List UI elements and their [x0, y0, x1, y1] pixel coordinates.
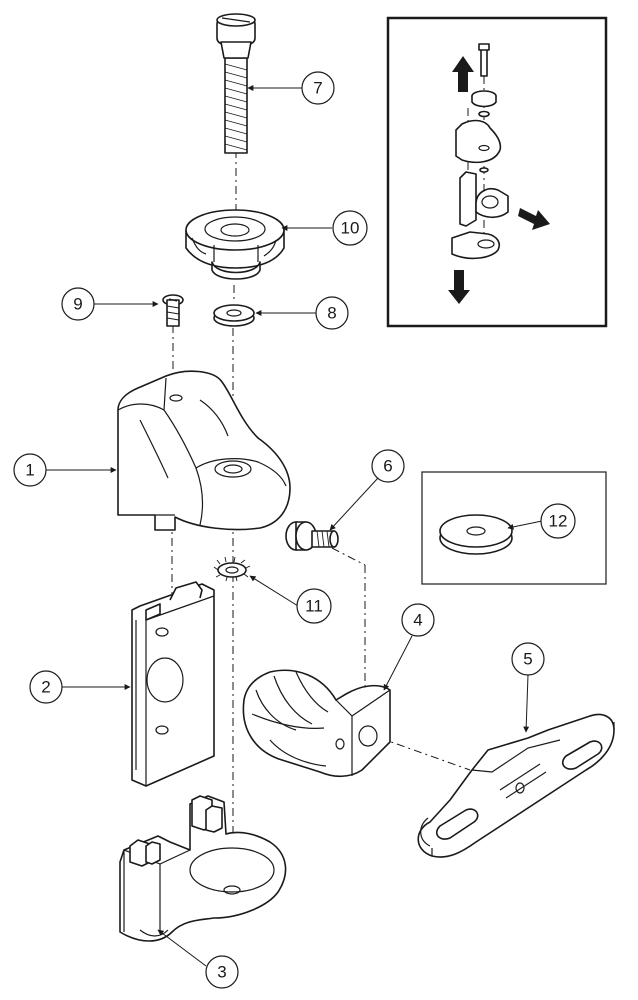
callout-8-label: 8: [327, 304, 336, 323]
callout-12: 12: [540, 503, 576, 539]
part-4-swivel: [242, 669, 391, 778]
callout-6-label: 6: [383, 457, 392, 476]
callout-1-label: 1: [25, 461, 34, 480]
callout-5-label: 5: [523, 650, 532, 669]
part-9-small-screw: [162, 294, 184, 327]
callout-11-label: 11: [305, 597, 323, 616]
callout-leaders: [46, 85, 543, 967]
part-3-base: [119, 795, 287, 942]
part-8-washer: [213, 304, 255, 327]
removal-sequence-inset: [386, 16, 608, 328]
part-7-screw: [216, 13, 256, 154]
callout-7: 7: [301, 71, 335, 105]
callout-10-label: 10: [341, 219, 360, 238]
callout-5: 5: [511, 642, 545, 676]
callout-11: 11: [296, 588, 332, 624]
callout-7-label: 7: [313, 79, 322, 98]
callout-4: 4: [401, 603, 435, 637]
callout-10: 10: [332, 210, 368, 246]
callout-12-label: 12: [549, 512, 568, 531]
callout-2: 2: [29, 670, 63, 704]
part-10-knob: [185, 209, 285, 280]
part-12-inset: [421, 471, 607, 585]
part-2-bracket: [131, 581, 215, 787]
callout-8: 8: [315, 296, 349, 330]
part-11-lock-washer: [213, 556, 251, 582]
part-6-screw: [285, 521, 339, 551]
callout-2-label: 2: [41, 678, 50, 697]
callout-1: 1: [13, 453, 47, 487]
part-5-plate: [417, 713, 615, 858]
callout-9: 9: [61, 287, 95, 321]
part-1-housing: [117, 370, 291, 531]
callout-3-label: 3: [217, 963, 226, 982]
callout-4-label: 4: [413, 611, 422, 630]
callout-6: 6: [371, 449, 405, 483]
callout-3: 3: [205, 955, 239, 989]
callout-9-label: 9: [73, 295, 82, 314]
